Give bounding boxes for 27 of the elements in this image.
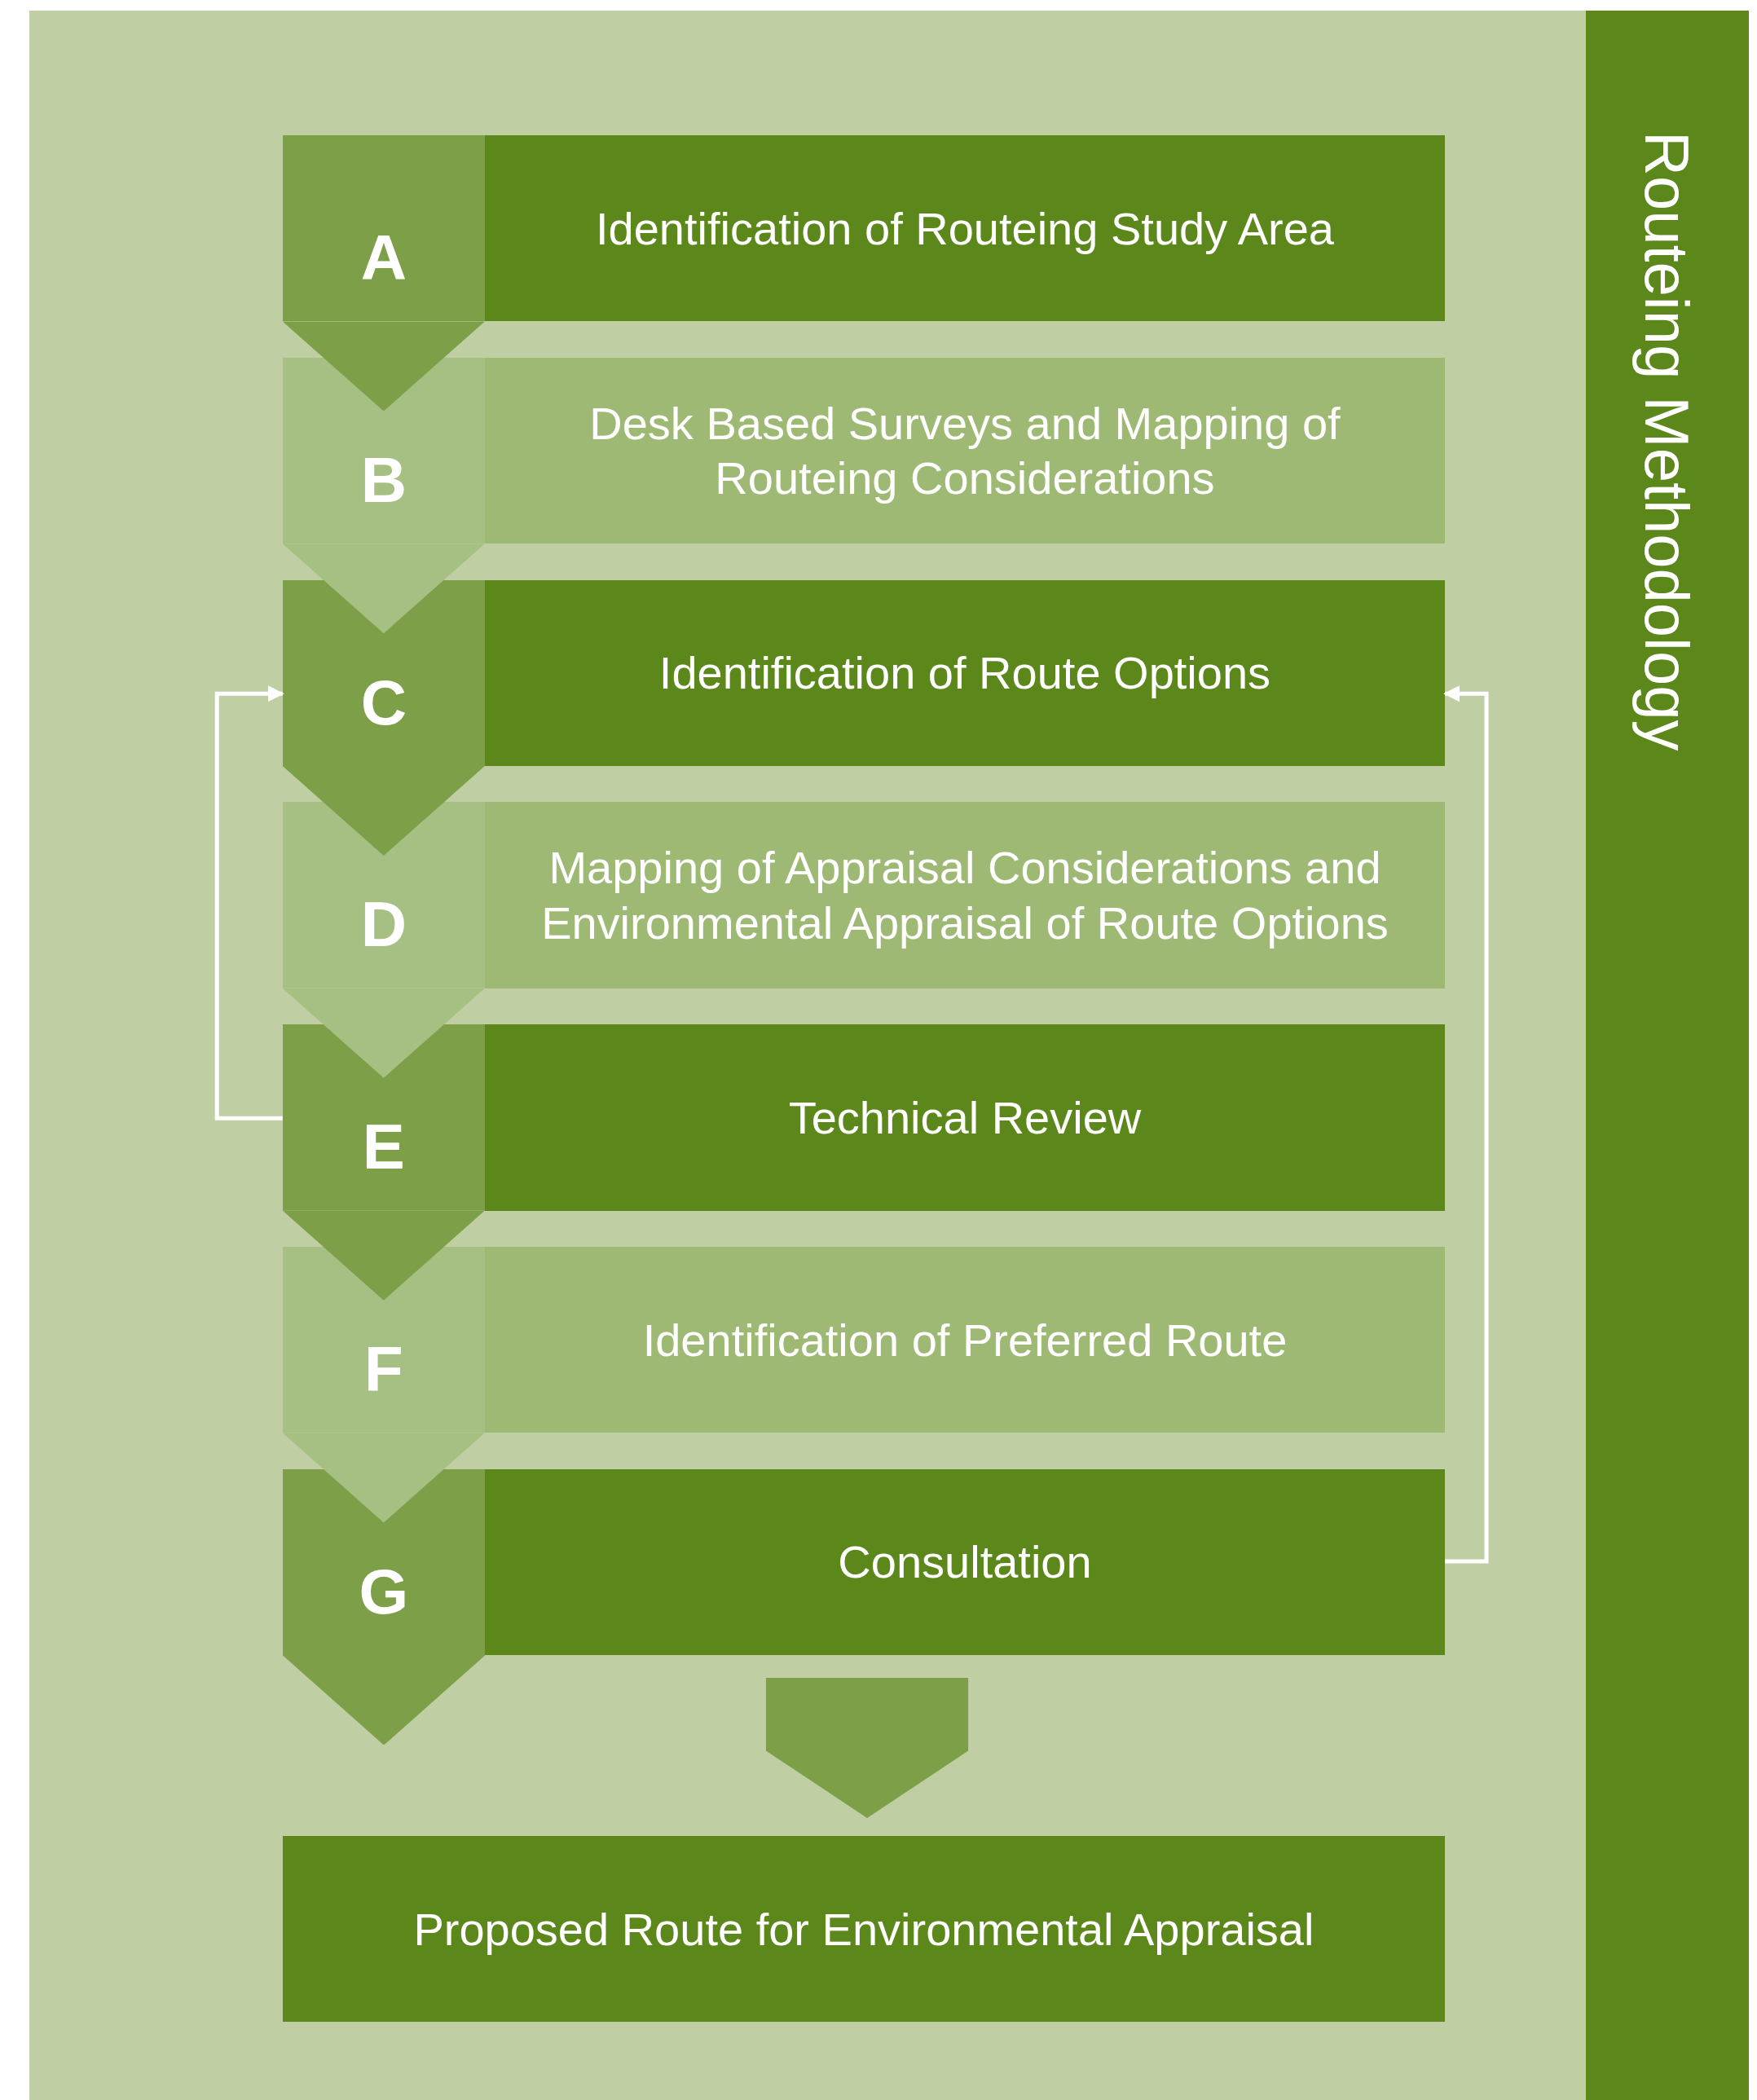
process-box: Desk Based Surveys and Mapping of Routeing Considerations: [484, 357, 1446, 544]
chevron-point: [282, 1433, 485, 1523]
process-box: Identification of Routeing Study Area: [484, 134, 1446, 322]
step-letter: A: [359, 220, 407, 295]
step-letter: F: [363, 1332, 404, 1407]
process-box: Identification of Preferred Route: [484, 1246, 1446, 1433]
feedback-arrow: [214, 685, 284, 1120]
feedback-arrow: [1443, 685, 1489, 1564]
chevron-point: [282, 544, 485, 634]
chevron-point: [282, 765, 485, 856]
process-box: Consultation: [484, 1468, 1446, 1656]
process-box: Technical Review: [484, 1024, 1446, 1211]
chevron-arrow: [765, 1678, 969, 1818]
chevron-point: [282, 1210, 485, 1301]
step-letter: G: [358, 1554, 410, 1629]
step-letter: B: [359, 442, 407, 517]
chevron-point: [282, 988, 485, 1078]
step-tab: [282, 1468, 485, 1746]
side-band: [1585, 11, 1750, 2100]
process-box: Proposed Route for Environmental Appraisal: [282, 1835, 1446, 2023]
band-title: Routeing Methodology: [1632, 131, 1703, 751]
step-letter: C: [359, 665, 407, 740]
step-letter: D: [359, 887, 407, 962]
step-letter: E: [361, 1110, 406, 1185]
chevron-point: [282, 321, 485, 412]
process-box: Identification of Route Options: [484, 579, 1446, 766]
process-box: Mapping of Appraisal Considerations and Environmental Appraisal of Route Options: [484, 802, 1446, 988]
